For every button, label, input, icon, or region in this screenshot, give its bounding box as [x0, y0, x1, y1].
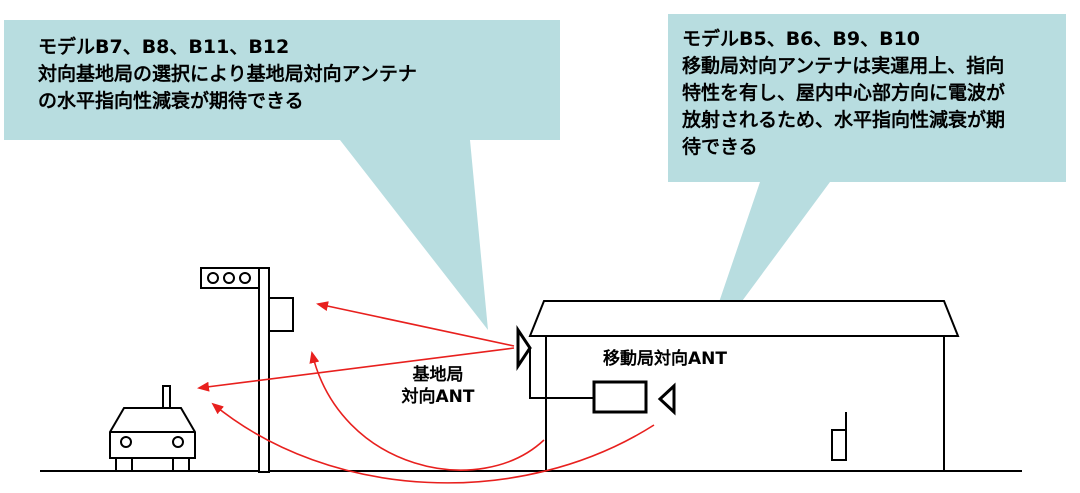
base-ant-label-line-2: 対向ANT	[401, 387, 475, 407]
right-callout-line-3: 特性を有し、屋内中心部方向に電波が	[682, 82, 1006, 104]
left-callout-line-1: モデルB7、B8、B11、B12	[38, 36, 290, 58]
right-callout-line-5: 待できる	[682, 136, 758, 158]
radio-wave-arrows	[197, 301, 655, 484]
arrow-to-car-curve	[211, 402, 655, 484]
car-icon	[109, 385, 196, 472]
base-station-antenna-label: 基地局 対向ANT	[393, 364, 483, 408]
left-callout-line-3: の水平指向性減衰が期待できる	[38, 90, 304, 112]
right-callout-line-1: モデルB5、B6、B9、B10	[682, 28, 921, 50]
arrow-to-signal	[316, 301, 515, 347]
right-callout-text: モデルB5、B6、B9、B10 移動局対向アンテナは実運用上、指向 特性を有し、…	[682, 26, 1005, 161]
right-callout-line-2: 移動局対向アンテナは実運用上、指向	[682, 55, 1005, 77]
left-callout-text: モデルB7、B8、B11、B12 対向基地局の選択により基地局対向アンテナ の水…	[38, 34, 417, 115]
antenna-cable	[529, 348, 594, 399]
mobile-antenna-icon	[657, 382, 676, 416]
right-callout-line-4: 放射されるため、水平指向性減衰が期	[682, 109, 1006, 131]
arrow-to-car	[197, 347, 515, 392]
mobile-station-antenna-label: 移動局対向ANT	[603, 349, 727, 369]
base-ant-label-line-1: 基地局	[412, 365, 464, 385]
right-callout-box	[668, 14, 1066, 358]
antenna-icon	[516, 325, 532, 371]
mobile-antenna-box	[592, 380, 648, 414]
arrow-to-pole-curve	[309, 351, 545, 471]
left-callout-line-2: 対向基地局の選択により基地局対向アンテナ	[38, 63, 417, 85]
traffic-signal-icon	[200, 267, 294, 473]
left-callout-box	[4, 20, 560, 330]
